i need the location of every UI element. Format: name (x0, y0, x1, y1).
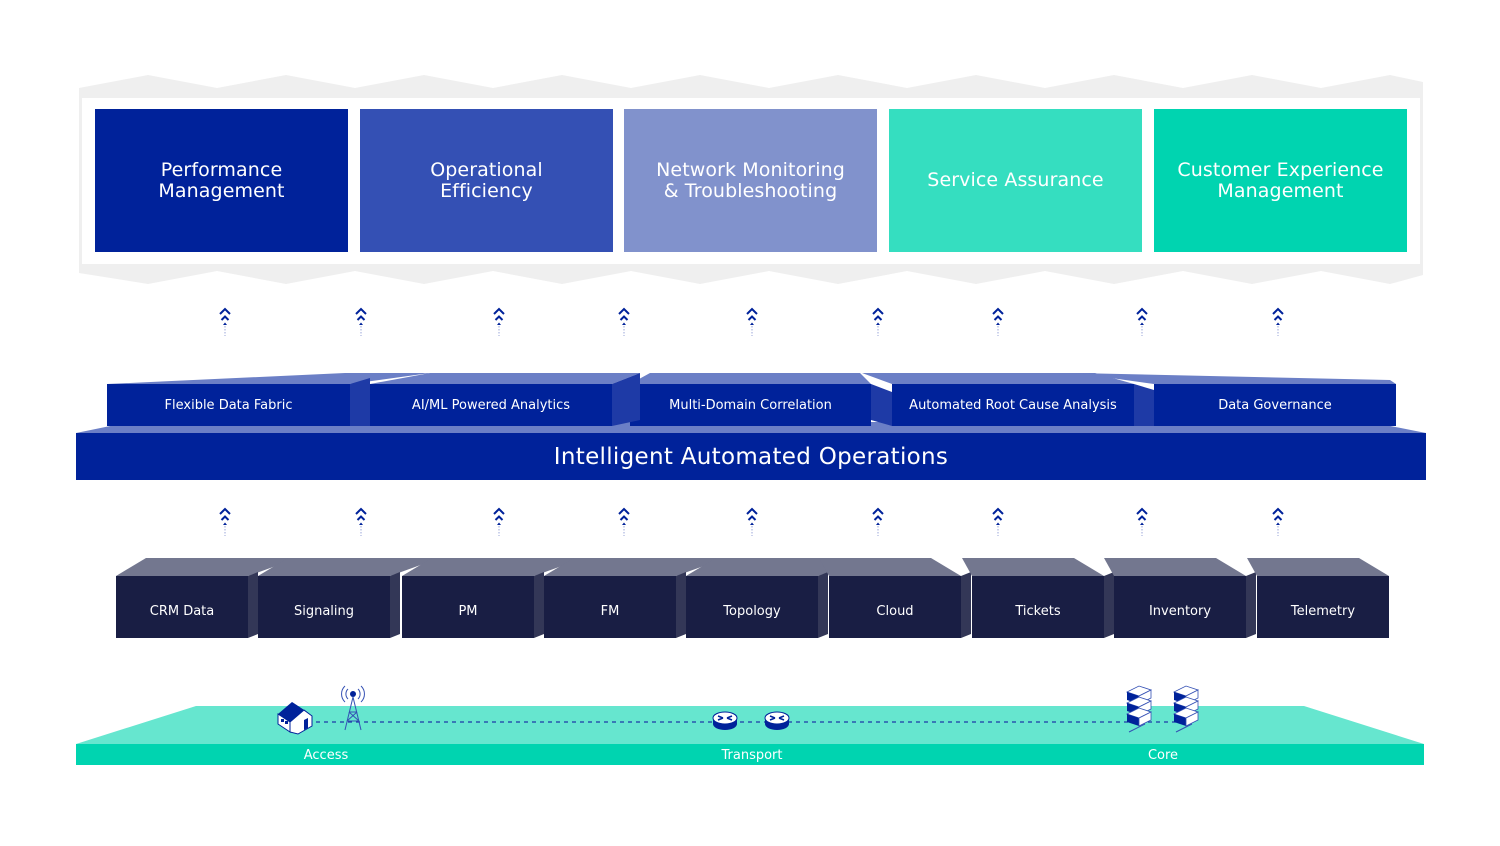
double-chevron-up-icon (872, 507, 884, 536)
data-source-top (1247, 558, 1389, 576)
data-source-top (258, 558, 440, 576)
zigzag-top (79, 75, 1423, 96)
data-source-side (1104, 572, 1114, 638)
use-case-tile: Operational Efficiency (360, 109, 613, 252)
double-chevron-up-icon (219, 307, 231, 336)
double-chevron-up-icon (1136, 507, 1148, 536)
server-stack-icon (1172, 685, 1200, 733)
data-source-side (534, 572, 544, 638)
data-source-side (390, 572, 400, 638)
double-chevron-up-icon (355, 507, 367, 536)
capability-label: AI/ML Powered Analytics (411, 397, 571, 413)
network-front-face (76, 744, 1424, 765)
capability-block-front (1154, 384, 1396, 426)
data-source-front (829, 576, 961, 638)
use-case-tile: Performance Management (95, 109, 348, 252)
double-chevron-up-icon (1272, 307, 1284, 336)
data-source-top (544, 558, 726, 576)
capability-block-front (630, 384, 871, 426)
data-source-front (544, 576, 676, 638)
router-icon (764, 711, 790, 730)
capability-block-side (350, 378, 370, 426)
double-chevron-up-icon (355, 307, 367, 336)
capability-block-top (862, 373, 1134, 384)
double-chevron-up-icon (618, 307, 630, 336)
server-stack-icon (1125, 685, 1153, 733)
double-chevron-up-icon (872, 307, 884, 336)
capability-label: Flexible Data Fabric (164, 397, 293, 413)
capability-block-top (107, 373, 430, 384)
zigzag-bottom (79, 266, 1423, 284)
capability-block-side (612, 373, 640, 426)
double-chevron-up-icon (746, 307, 758, 336)
data-source-front (1257, 576, 1389, 638)
data-source-side (961, 572, 971, 638)
capability-label: Multi-Domain Correlation (669, 397, 832, 413)
double-chevron-up-icon (1136, 307, 1148, 336)
double-chevron-up-icon (493, 307, 505, 336)
data-source-label: FM (600, 603, 620, 619)
data-source-top (1104, 558, 1246, 576)
capability-block-top (370, 373, 640, 384)
double-chevron-up-icon (493, 507, 505, 536)
data-source-top (962, 558, 1104, 576)
house-icon (277, 702, 313, 735)
network-domain-transport: Transport (721, 747, 783, 763)
double-chevron-up-icon (219, 507, 231, 536)
platform-title: Intelligent Automated Operations (553, 443, 949, 470)
data-source-top (116, 558, 298, 576)
capability-label: Automated Root Cause Analysis (909, 397, 1117, 413)
double-chevron-up-icon (1272, 507, 1284, 536)
capability-block-top (1075, 373, 1396, 384)
data-source-front (686, 576, 818, 638)
platform-base-front (76, 433, 1426, 480)
data-source-label: Signaling (293, 603, 355, 619)
data-source-label: Telemetry (1290, 603, 1356, 619)
cell-tower-icon (341, 685, 365, 731)
data-source-front (258, 576, 390, 638)
capability-block-top (630, 373, 871, 384)
double-chevron-up-icon (618, 507, 630, 536)
capability-block-front (107, 384, 350, 426)
data-source-label: Inventory (1148, 603, 1212, 619)
data-source-side (1246, 572, 1256, 638)
data-source-front (116, 576, 248, 638)
data-source-top (402, 558, 584, 576)
use-case-tile: Network Monitoring & Troubleshooting (624, 109, 877, 252)
data-source-label: PM (458, 603, 478, 619)
data-source-front (972, 576, 1104, 638)
network-domain-core: Core (1147, 747, 1179, 763)
capability-block-front (370, 384, 612, 426)
double-chevron-up-icon (992, 307, 1004, 336)
data-source-label: Cloud (876, 603, 914, 619)
data-source-front (1114, 576, 1246, 638)
network-top-face (76, 706, 1424, 744)
data-source-label: CRM Data (149, 603, 215, 619)
data-source-side (248, 572, 258, 638)
data-source-label: Topology (723, 603, 781, 619)
capability-block-side (1134, 384, 1154, 426)
router-icon (712, 711, 738, 730)
use-case-tile: Service Assurance (889, 109, 1142, 252)
data-source-front (402, 576, 534, 638)
capability-block-side (871, 384, 892, 426)
data-source-label: Tickets (1015, 603, 1061, 619)
use-case-tile: Customer Experience Management (1154, 109, 1407, 252)
data-source-top (819, 558, 961, 576)
capability-label: Data Governance (1218, 397, 1332, 413)
double-chevron-up-icon (746, 507, 758, 536)
capability-block-front (892, 384, 1134, 426)
data-source-side (676, 572, 686, 638)
double-chevron-up-icon (992, 507, 1004, 536)
data-source-side (818, 572, 828, 638)
network-domain-access: Access (303, 747, 349, 763)
